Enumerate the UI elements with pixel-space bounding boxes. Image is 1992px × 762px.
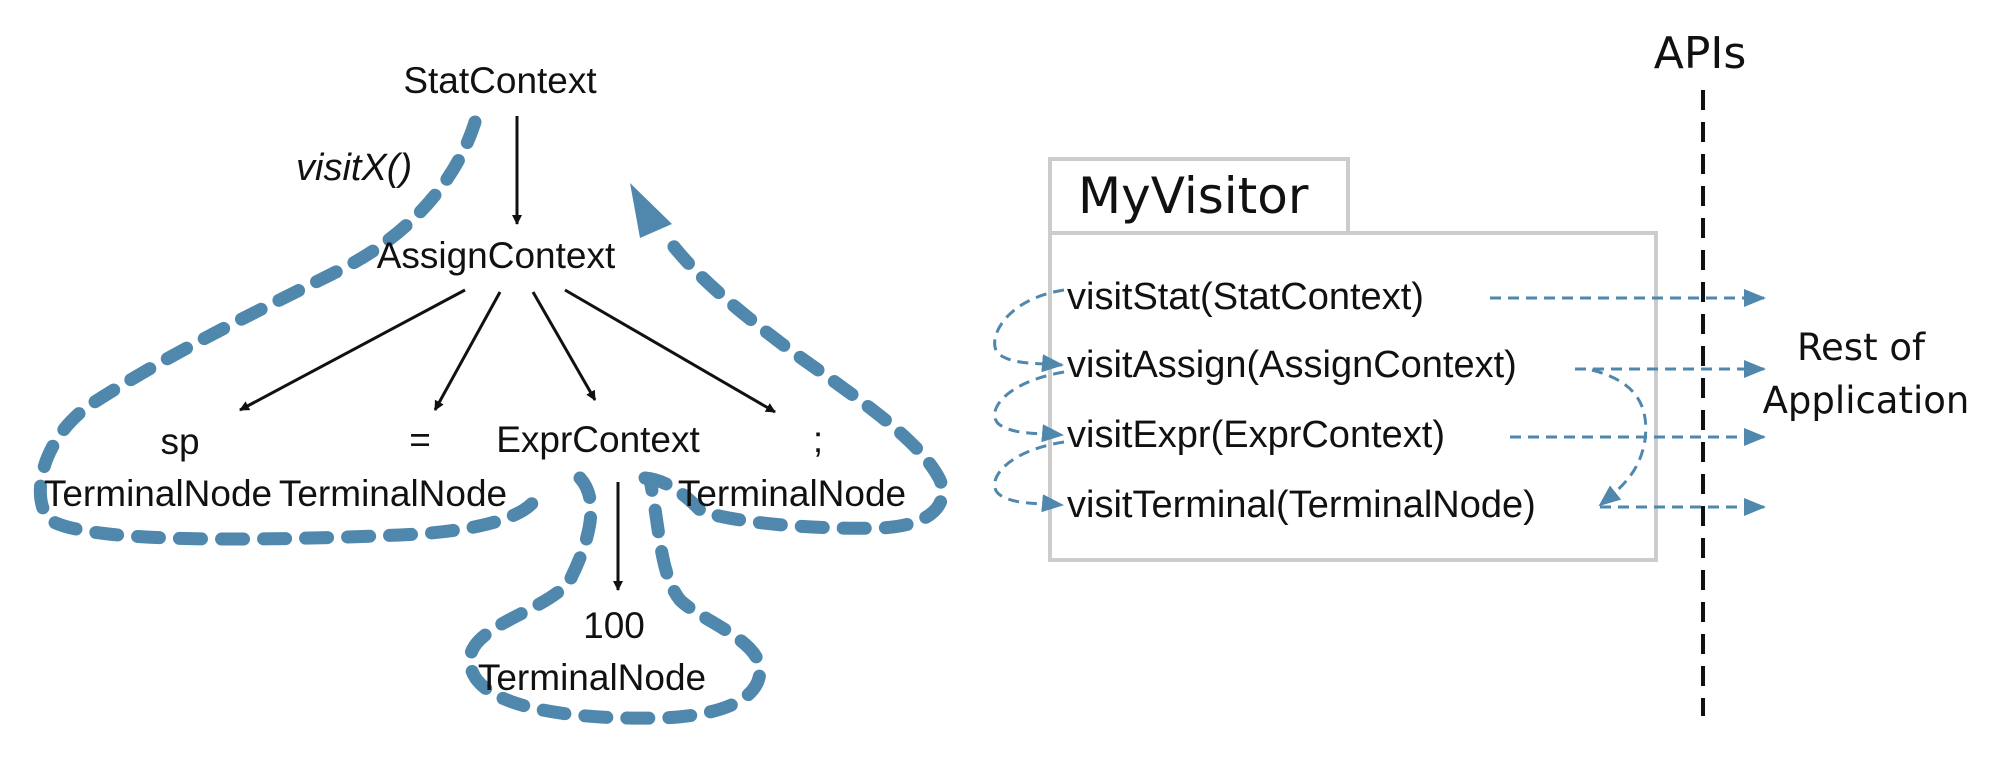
- method-visit-terminal: visitTerminal(TerminalNode): [1067, 484, 1536, 526]
- visitor-methods-box: [1048, 231, 1658, 562]
- rest-of-app-line1: Rest of: [1797, 326, 1926, 369]
- node-sp-token: sp: [160, 421, 199, 462]
- traversal-path: [33, 115, 949, 725]
- tour-left-outer: [33, 115, 542, 546]
- call-assign-to-expr: [993, 370, 1065, 443]
- node-semi-token: ;: [813, 419, 823, 460]
- tree-edges: [239, 116, 776, 591]
- node-number-type: TerminalNode: [478, 657, 706, 698]
- apis-label: APIs: [1654, 28, 1747, 79]
- tour-around-number: [463, 471, 767, 725]
- node-sp-type: TerminalNode: [44, 473, 272, 514]
- edge-assign-expr: [531, 291, 597, 401]
- node-assign-context: AssignContext: [377, 235, 616, 276]
- method-visit-expr: visitExpr(ExprContext): [1067, 414, 1445, 456]
- tour-right-outer: [638, 228, 949, 535]
- visitor-title: MyVisitor: [1078, 167, 1309, 225]
- node-stat-context: StatContext: [403, 60, 597, 101]
- node-semi-type: TerminalNode: [678, 473, 906, 514]
- node-expr-context: ExprContext: [496, 419, 700, 460]
- rest-of-app-line2: Application: [1763, 379, 1970, 422]
- tree-nodes: visitX() StatContext AssignContext sp Te…: [44, 60, 906, 698]
- edge-assign-sp: [239, 288, 466, 412]
- rest-of-application: Rest of Application: [1763, 326, 1970, 422]
- call-expr-to-terminal: [993, 440, 1065, 513]
- edge-assign-semi: [564, 288, 776, 414]
- method-visit-stat: visitStat(StatContext): [1067, 276, 1424, 318]
- node-eq-token: =: [409, 419, 431, 460]
- tour-arrowhead: [630, 183, 672, 238]
- call-stat-to-assign: [993, 288, 1065, 373]
- edge-assign-eq: [433, 291, 502, 411]
- outgoing-calls: [1490, 289, 1766, 516]
- assign-to-terminal-call: [1591, 368, 1648, 507]
- node-eq-type: TerminalNode: [279, 473, 507, 514]
- visitor-class: MyVisitor visitStat(StatContext) visitAs…: [1048, 157, 1658, 562]
- visit-method-label: visitX(): [296, 147, 412, 189]
- node-number-token: 100: [583, 605, 645, 646]
- method-visit-assign: visitAssign(AssignContext): [1067, 344, 1517, 386]
- internal-calls: [993, 288, 1065, 513]
